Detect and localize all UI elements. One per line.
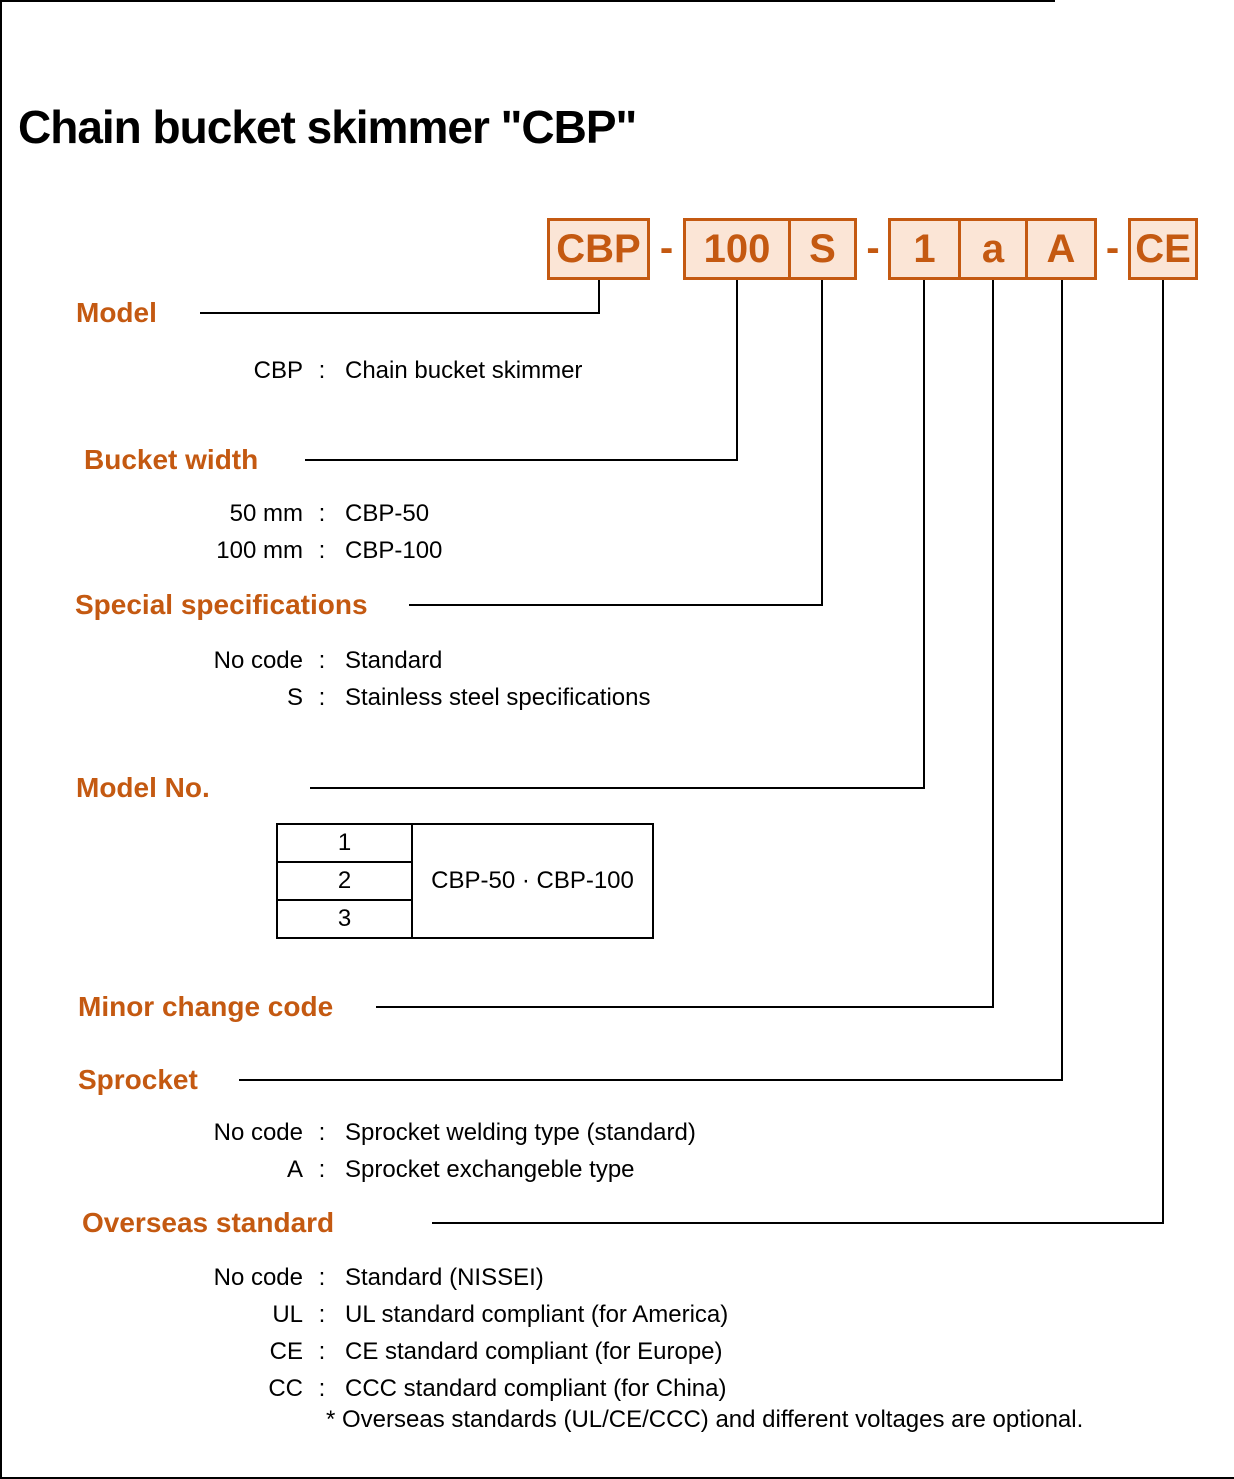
section-label-bucket-width: Bucket width — [84, 444, 259, 475]
table-row: 3 — [276, 899, 653, 939]
code-separator-2: - — [866, 226, 880, 270]
connector-horizontal-sprocket — [239, 1079, 1063, 1081]
row-colon: : — [318, 1119, 326, 1146]
section-label-minor-change: Minor change code — [78, 991, 334, 1022]
connector-vertical-model-no — [923, 280, 925, 788]
code-segment-model: CBP — [556, 226, 641, 271]
overseas-footnote: * Overseas standards (UL/CE/CCC) and dif… — [326, 1406, 1084, 1433]
row-key: No code — [213, 1119, 303, 1146]
model-no-models-cell: CBP-50 · CBP-100 — [411, 823, 654, 939]
row-sprocket-nocode: No code : Sprocket welding type (standar… — [0, 1118, 1200, 1148]
row-colon: : — [318, 1375, 326, 1402]
connector-horizontal-minor-change — [376, 1006, 994, 1008]
section-label-model-no: Model No. — [76, 772, 210, 803]
section-label-special-spec: Special specifications — [75, 589, 368, 620]
row-overseas-ul: UL : UL standard compliant (for America) — [0, 1300, 1200, 1330]
row-value: Chain bucket skimmer — [345, 357, 583, 384]
code-box-model: CBP — [547, 218, 650, 280]
row-overseas-ce: CE : CE standard compliant (for Europe) — [0, 1337, 1200, 1367]
connector-vertical-special-spec — [821, 280, 823, 605]
connector-horizontal-bucket-width — [305, 459, 738, 461]
row-key: No code — [213, 647, 303, 674]
section-label-model: Model — [76, 297, 157, 328]
page-border-bottom — [0, 1477, 1234, 1479]
code-segment-minor-change: a — [958, 221, 1025, 277]
row-colon: : — [318, 537, 326, 564]
row-colon: : — [318, 1156, 326, 1183]
table-row: 2 — [276, 861, 653, 901]
code-separator-1: - — [659, 226, 674, 270]
row-colon: : — [318, 500, 326, 527]
code-segment-model-no: 1 — [913, 226, 936, 271]
model-no-cell-2: 2 — [276, 861, 413, 901]
row-overseas-nocode: No code : Standard (NISSEI) — [0, 1263, 1200, 1293]
section-label-overseas: Overseas standard — [82, 1207, 335, 1238]
row-special-nocode: No code : Standard — [0, 646, 1200, 676]
row-value: CE standard compliant (for Europe) — [345, 1338, 723, 1365]
row-bucket-100: 100 mm : CBP-100 — [0, 536, 1200, 566]
row-value: CCC standard compliant (for China) — [345, 1375, 727, 1402]
row-key: 50 mm — [229, 500, 303, 527]
row-colon: : — [318, 357, 326, 384]
code-segment-sprocket: A — [1025, 221, 1094, 277]
page-title: Chain bucket skimmer "CBP" — [18, 101, 637, 153]
row-value: Standard (NISSEI) — [345, 1264, 544, 1291]
connector-vertical-minor-change — [992, 280, 994, 1007]
row-colon: : — [318, 684, 326, 711]
row-overseas-cc: CC : CCC standard compliant (for China) — [0, 1374, 1200, 1404]
row-value: Standard — [345, 647, 443, 674]
row-value: CBP-100 — [345, 537, 443, 564]
row-bucket-50: 50 mm : CBP-50 — [0, 499, 1200, 529]
connector-horizontal-overseas — [432, 1222, 1164, 1224]
code-box-modelno-minor-sprocket: 1 a A — [888, 218, 1097, 280]
connector-vertical-bucket-width — [736, 280, 738, 460]
model-no-cell-1: 1 — [276, 823, 413, 863]
code-segment-overseas: CE — [1135, 226, 1191, 271]
model-no-cell-3: 3 — [276, 899, 413, 939]
connector-vertical-overseas — [1162, 280, 1164, 1223]
code-segment-special-spec: S — [788, 221, 854, 277]
row-key: S — [286, 684, 303, 711]
row-colon: : — [318, 1301, 326, 1328]
row-key: CC — [268, 1375, 303, 1402]
row-special-s: S : Stainless steel specifications — [0, 683, 1200, 713]
row-key: 100 mm — [216, 537, 303, 564]
row-model-cbp: CBP : Chain bucket skimmer — [0, 356, 1200, 386]
row-key: UL — [272, 1301, 303, 1328]
connector-horizontal-special-spec — [409, 604, 823, 606]
model-no-table: 1 CBP-50 · CBP-100 2 3 — [276, 823, 654, 939]
row-key: CE — [269, 1338, 303, 1365]
table-row: 1 CBP-50 · CBP-100 — [276, 823, 654, 939]
row-key: CBP — [253, 357, 303, 384]
row-value: CBP-50 — [345, 500, 430, 527]
connector-vertical-sprocket — [1061, 280, 1063, 1080]
row-colon: : — [318, 647, 326, 674]
page-border-top — [0, 0, 1055, 2]
row-colon: : — [318, 1338, 326, 1365]
section-label-sprocket: Sprocket — [78, 1064, 198, 1095]
connector-horizontal-model-no — [310, 787, 925, 789]
row-value: Stainless steel specifications — [345, 684, 651, 711]
row-key: No code — [213, 1264, 303, 1291]
code-box-width-spec: 100 S — [683, 218, 857, 280]
connector-vertical-model — [598, 280, 600, 313]
code-box-overseas: CE — [1128, 218, 1198, 280]
code-separator-3: - — [1105, 226, 1120, 270]
row-value: UL standard compliant (for America) — [345, 1301, 729, 1328]
row-value: Sprocket welding type (standard) — [345, 1119, 696, 1146]
row-colon: : — [318, 1264, 326, 1291]
row-value: Sprocket exchangeble type — [345, 1156, 635, 1183]
page-border-left — [0, 0, 2, 1479]
connector-horizontal-model — [200, 312, 600, 314]
code-segment-bucket-width: 100 — [703, 226, 771, 271]
row-sprocket-a: A : Sprocket exchangeble type — [0, 1155, 1200, 1185]
row-key: A — [286, 1156, 303, 1183]
